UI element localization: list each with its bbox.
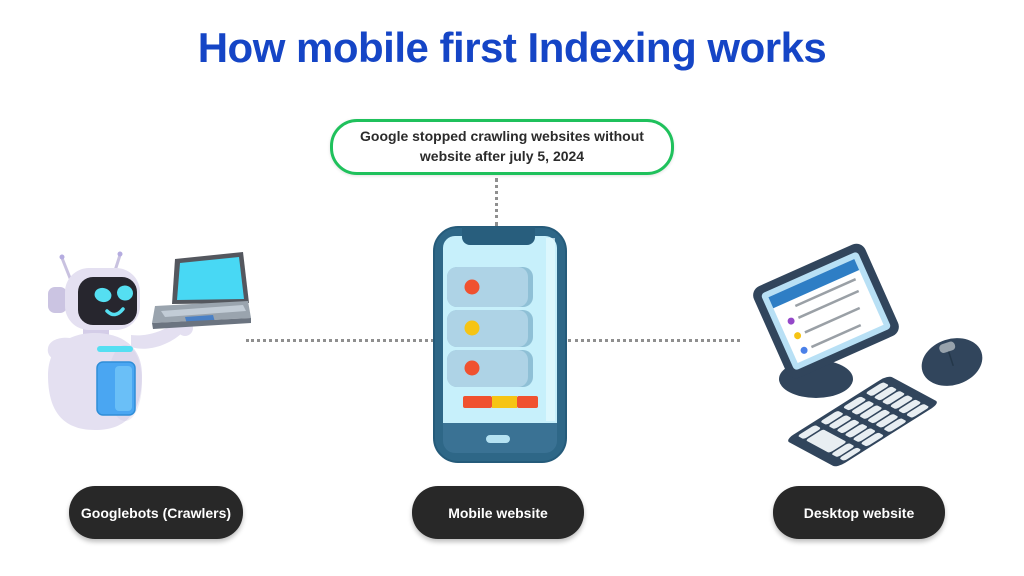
label-desktop-website: Desktop website xyxy=(773,486,945,539)
robot-with-laptop-illustration xyxy=(47,251,251,430)
status-dot-red xyxy=(464,360,480,376)
desktop-computer-illustration xyxy=(753,243,983,467)
robot-eye-left xyxy=(94,287,112,303)
status-dot-yellow xyxy=(464,320,480,336)
laptop-icon xyxy=(152,252,251,329)
smartphone-illustration xyxy=(433,226,567,463)
mouse-icon xyxy=(921,338,983,386)
phone-home-button xyxy=(486,435,510,443)
robot-head xyxy=(65,268,140,330)
robot-left-arm xyxy=(47,337,89,363)
bullet-yellow xyxy=(794,332,802,340)
bullet-blue xyxy=(800,346,808,354)
robot-ear xyxy=(48,287,67,313)
monitor-header-bar xyxy=(768,258,860,309)
spacebar-key xyxy=(806,429,846,453)
robot-smile xyxy=(105,307,125,317)
phone-to-desktop-connector xyxy=(568,339,740,342)
robot-chest-light xyxy=(97,346,133,352)
content-card-1 xyxy=(447,267,533,307)
robot-right-arm xyxy=(131,322,183,349)
mouse-wheel xyxy=(939,341,956,353)
robot-to-phone-connector xyxy=(246,339,434,342)
content-card-2 xyxy=(447,310,533,347)
progress-bar xyxy=(463,396,538,408)
content-card-3 xyxy=(447,350,533,387)
phone-notch xyxy=(462,227,535,245)
callout-line-1: Google stopped crawling websites without xyxy=(360,128,644,145)
monitor-icon xyxy=(753,243,899,379)
callout-line-2: website after july 5, 2024 xyxy=(419,148,585,164)
keyboard-icon xyxy=(788,376,937,467)
label-googlebots-crawlers: Googlebots (Crawlers) xyxy=(69,486,243,539)
callout-box: Google stopped crawling websites without… xyxy=(330,119,674,175)
page-title: How mobile first Indexing works xyxy=(197,24,827,71)
robot-eye-right xyxy=(117,285,133,301)
bullet-purple xyxy=(787,317,795,325)
label-mobile-website: Mobile website xyxy=(412,486,584,539)
phone-screen-highlight xyxy=(546,238,555,421)
robot-chest-panel-highlight xyxy=(115,366,132,411)
callout-to-phone-connector xyxy=(495,178,498,226)
status-dot-red xyxy=(464,279,480,295)
